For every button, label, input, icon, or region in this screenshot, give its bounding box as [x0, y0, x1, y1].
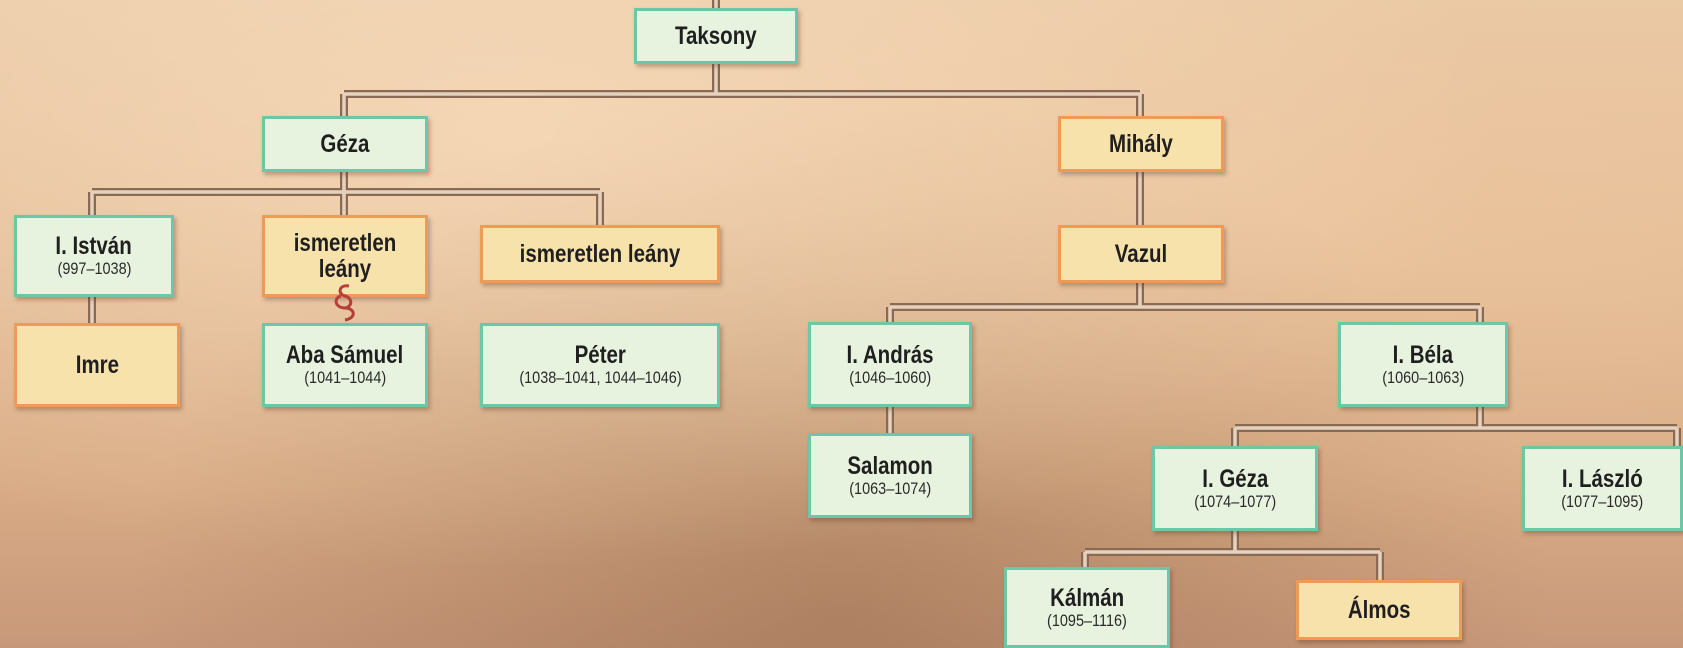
node-reign: (1046–1060) [849, 367, 931, 387]
node-name: Kálmán [1049, 583, 1125, 612]
node-ismeretlen-leany-1: ismeretlen leány [262, 215, 428, 297]
node-reign: (1063–1074) [849, 478, 931, 498]
marriage-symbol-icon [334, 284, 355, 322]
node-reign: (1077–1095) [1561, 491, 1644, 511]
node-i-bela: I. Béla (1060–1063) [1338, 322, 1508, 407]
node-name: I. István [55, 232, 133, 260]
node-kalman: Kálmán (1095–1116) [1004, 567, 1170, 648]
node-name: I. Béla [1392, 340, 1454, 369]
node-aba-samuel: Aba Sámuel (1041–1044) [262, 323, 428, 407]
node-name: ismeretlen leány [293, 229, 397, 283]
node-salamon: Salamon (1063–1074) [808, 433, 972, 518]
node-name: ismeretlen leány [519, 240, 681, 268]
node-istvan: I. István (997–1038) [14, 215, 174, 297]
node-reign: (1095–1116) [1047, 610, 1127, 630]
node-name: Aba Sámuel [286, 341, 404, 369]
node-reign: (1041–1044) [304, 368, 386, 387]
node-imre: Imre [14, 323, 180, 407]
node-mihaly: Mihály [1058, 116, 1224, 172]
node-name: Mihály [1109, 130, 1173, 158]
node-name: Géza [320, 130, 370, 158]
node-taksony: Taksony [634, 8, 798, 64]
node-i-laszlo: I. László (1077–1095) [1522, 446, 1683, 531]
node-name: I. András [846, 340, 934, 369]
node-almos: Álmos [1296, 580, 1462, 640]
node-name: Taksony [675, 22, 757, 50]
node-peter: Péter (1038–1041, 1044–1046) [480, 323, 720, 407]
node-geza: Géza [262, 116, 428, 172]
node-name: Salamon [847, 451, 933, 480]
connector-lines-inner [90, 0, 1679, 580]
node-name: Álmos [1347, 596, 1411, 624]
node-name: I. Géza [1201, 464, 1269, 493]
node-i-andras: I. András (1046–1060) [808, 322, 972, 407]
node-name: I. László [1562, 464, 1643, 493]
node-reign: (1038–1041, 1044–1046) [518, 368, 682, 387]
node-name: Imre [75, 351, 119, 379]
node-reign: (1074–1077) [1194, 491, 1276, 511]
node-reign: (1060–1063) [1382, 367, 1464, 387]
node-name: Vazul [1114, 240, 1168, 268]
node-reign: (997–1038) [57, 259, 131, 278]
node-i-geza: I. Géza (1074–1077) [1152, 446, 1318, 531]
node-ismeretlen-leany-2: ismeretlen leány [480, 225, 720, 283]
node-name: Péter [574, 341, 626, 369]
node-vazul: Vazul [1058, 225, 1224, 283]
